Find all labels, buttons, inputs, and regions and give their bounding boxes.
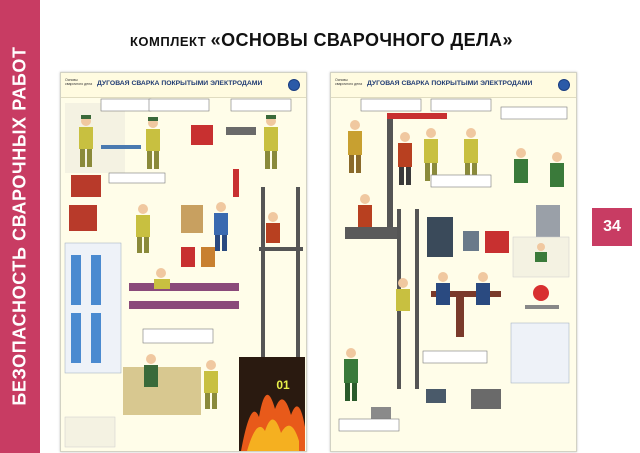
poster-logo-text: Основы сварочного дела — [65, 78, 93, 86]
caption-callout — [500, 106, 568, 120]
diagram-shape — [71, 313, 81, 363]
page-title-main: «ОСНОВЫ СВАРОЧНОГО ДЕЛА» — [210, 30, 513, 50]
cat-illustration — [181, 205, 203, 233]
welding-machine — [191, 125, 213, 145]
page-title-prefix: КОМПЛЕКТ — [130, 34, 207, 49]
welder-figure — [214, 202, 228, 251]
poster-1[interactable]: Основы сварочного дела ДУГОВАЯ СВАРКА ПО… — [60, 72, 307, 452]
welder-figure — [464, 128, 478, 181]
welder-figure — [424, 128, 438, 181]
metal-truss — [129, 283, 239, 291]
caption-callout — [430, 174, 492, 188]
emblem-icon — [558, 79, 570, 91]
welder-figure — [358, 194, 372, 227]
welder-figure — [144, 354, 158, 387]
poster-illustration: 01 — [64, 98, 305, 451]
fire-label: 01 — [276, 378, 290, 392]
scaffold-post — [387, 113, 393, 233]
poster-illustration — [338, 98, 570, 432]
welder-figure — [514, 148, 528, 183]
caption-callout — [422, 350, 488, 364]
workbench — [226, 127, 256, 135]
caption-callout — [100, 98, 152, 112]
fire-extinguisher — [233, 169, 239, 197]
diagram-shape — [525, 305, 559, 309]
welding-machine — [69, 205, 97, 231]
caption-callout — [230, 98, 292, 112]
welding-machine — [71, 175, 101, 197]
welder-figure — [398, 132, 412, 185]
caption-callout — [338, 418, 400, 432]
scaffold-beam — [259, 247, 303, 251]
poster-logo-text: Основы сварочного дела — [335, 78, 363, 86]
welding-cabinet — [427, 217, 453, 257]
welder-figure — [136, 204, 150, 253]
caption-callout — [108, 172, 166, 184]
diagram-shape — [71, 255, 81, 305]
page-number-badge: 34 — [592, 208, 632, 246]
welding-machine — [485, 231, 509, 253]
ladder-rail — [415, 209, 419, 389]
i-beam — [431, 291, 501, 297]
i-beam — [456, 297, 464, 337]
welder-figure — [344, 348, 358, 401]
welder-figure — [348, 120, 362, 173]
welder-figure — [79, 115, 93, 167]
sidebar-band: БЕЗОПАСНОСТЬ СВАРОЧНЫХ РАБОТ — [0, 0, 40, 453]
welder-figure — [396, 278, 410, 311]
flame-shape — [247, 419, 299, 451]
poster-title: ДУГОВАЯ СВАРКА ПОКРЫТЫМИ ЭЛЕКТРОДАМИ — [97, 80, 263, 87]
scaffold-post — [261, 187, 265, 387]
scene-background — [65, 103, 125, 173]
workshop-scene — [123, 367, 201, 415]
welder-figure — [154, 268, 170, 289]
weld-spot — [533, 285, 549, 301]
scaffold-post — [296, 187, 300, 387]
welder-figure — [204, 360, 218, 409]
welder-figure — [476, 272, 490, 305]
poster-title: ДУГОВАЯ СВАРКА ПОКРЫТЫМИ ЭЛЕКТРОДАМИ — [367, 80, 533, 87]
note-box — [64, 416, 116, 448]
sidebar-title: БЕЗОПАСНОСТЬ СВАРОЧНЫХ РАБОТ — [9, 46, 30, 406]
welder-figure — [535, 243, 547, 262]
welder-figure — [266, 212, 280, 243]
diagram-shape — [91, 313, 101, 363]
welder-figure — [146, 117, 160, 169]
page-title: КОМПЛЕКТ «ОСНОВЫ СВАРОЧНОГО ДЕЛА» — [130, 30, 570, 51]
caption-callout — [142, 328, 214, 344]
metal-cylinder — [536, 205, 560, 239]
cylinder — [181, 247, 195, 267]
instruction-panel — [510, 322, 570, 384]
metal-truss — [129, 301, 239, 309]
cylinder — [201, 247, 215, 267]
caption-callout — [148, 98, 210, 112]
emblem-icon — [288, 79, 300, 91]
welding-rail — [345, 227, 401, 239]
welding-cart — [426, 389, 446, 403]
poster-header: Основы сварочного дела ДУГОВАЯ СВАРКА ПО… — [331, 73, 576, 98]
red-beam — [387, 113, 447, 119]
control-panel — [463, 231, 479, 251]
welder-figure — [436, 272, 450, 305]
workbench — [471, 389, 501, 409]
caption-callout — [360, 98, 422, 112]
welding-table — [101, 145, 141, 149]
caption-callout — [430, 98, 492, 112]
welder-figure — [550, 152, 564, 187]
welder-figure — [264, 115, 278, 169]
diagram-shape — [91, 255, 101, 305]
poster-2[interactable]: Основы сварочного дела ДУГОВАЯ СВАРКА ПО… — [330, 72, 577, 452]
poster-header: Основы сварочного дела ДУГОВАЯ СВАРКА ПО… — [61, 73, 306, 98]
